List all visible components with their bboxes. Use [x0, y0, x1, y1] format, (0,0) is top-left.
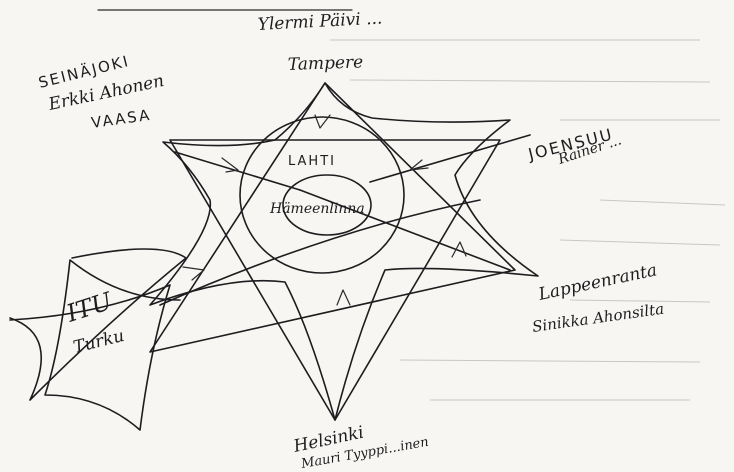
star-city-label: ITU [62, 287, 116, 328]
arrow-helsinki [337, 290, 350, 305]
top-name-label: Ylermi Päivi ... [257, 8, 383, 34]
paper-background-lines [330, 40, 725, 400]
left-city2-label: VAASA [90, 106, 152, 132]
arrow-west [222, 158, 238, 172]
top-city-label: Tampere [287, 52, 363, 75]
star-outline [150, 83, 538, 420]
bottom-right-name-label: Sinikka Ahonsilta [531, 300, 665, 336]
center-city-label: LAHTI [288, 154, 336, 169]
center-inner-label: Hämeenlinna [269, 201, 365, 217]
line-west [175, 152, 300, 190]
star-triangle-up [150, 83, 515, 352]
bottom-right-city-label: Lappeenranta [536, 260, 659, 305]
star-name-label: Turku [71, 326, 126, 358]
